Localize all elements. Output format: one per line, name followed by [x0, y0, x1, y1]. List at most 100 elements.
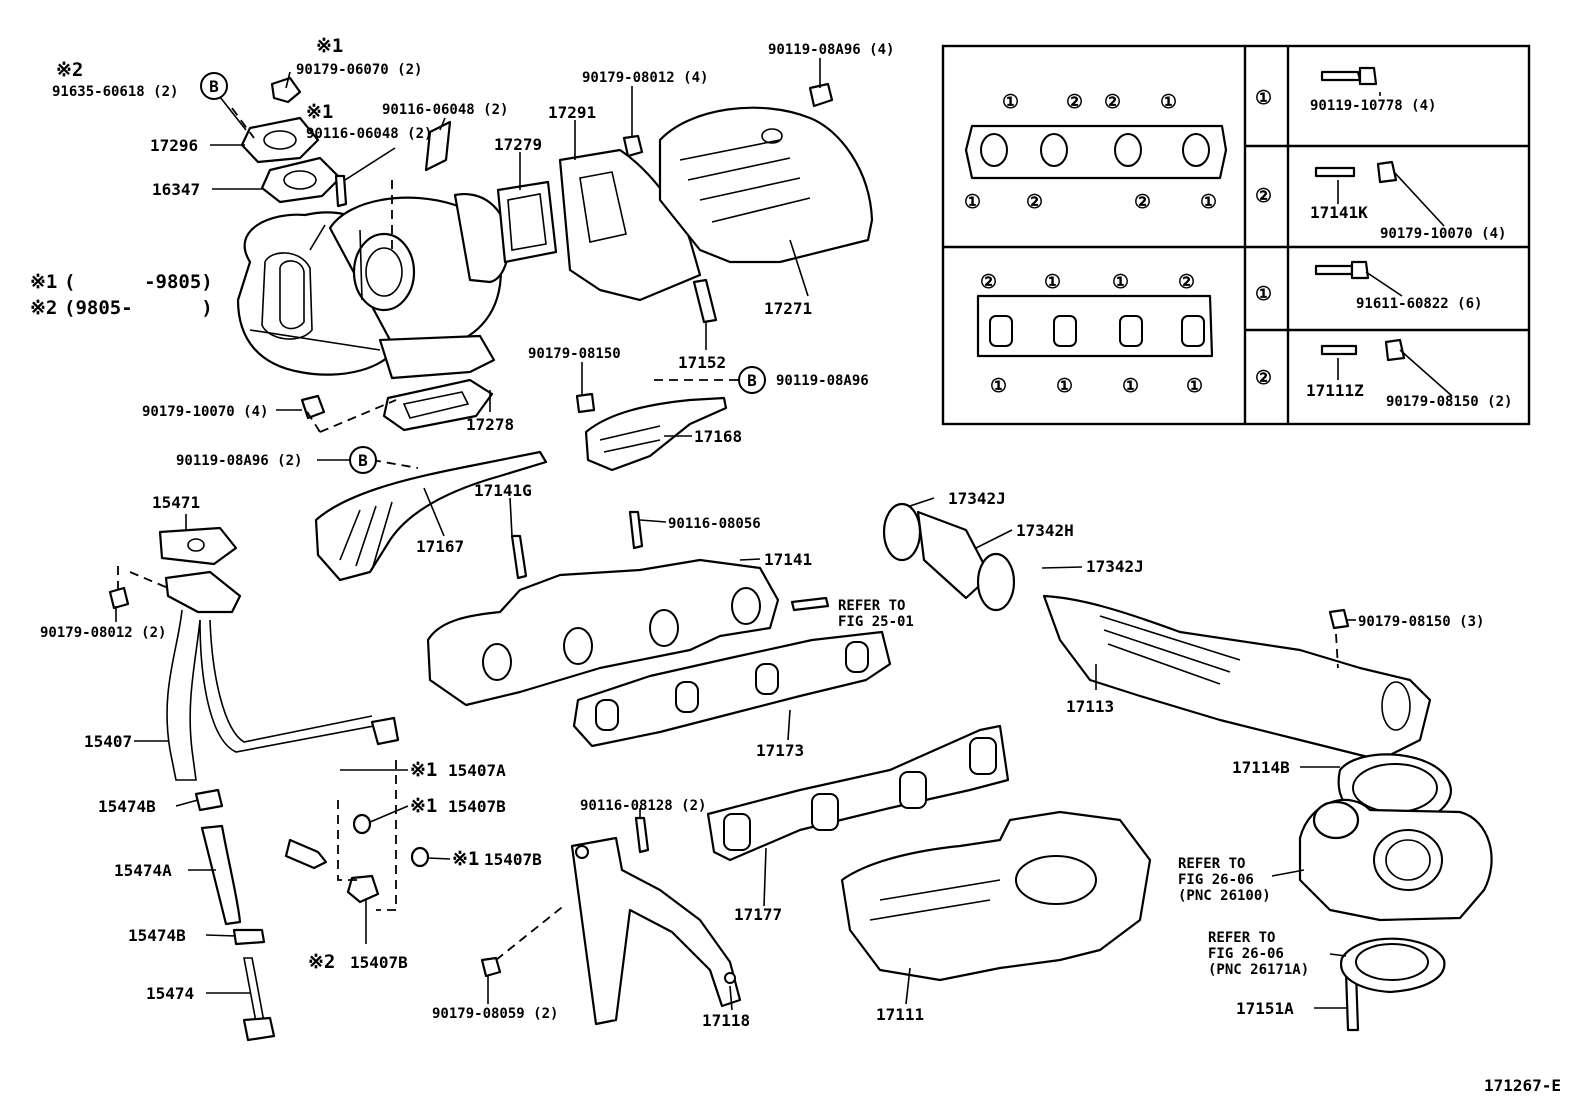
table-key: ①	[1255, 283, 1272, 305]
part-label: 17342H	[1016, 521, 1074, 540]
part-label: 90179-08012 (4)	[582, 70, 708, 86]
throttle-body-drawing	[1298, 798, 1493, 922]
table-part: 91611-60822 (6)	[1356, 296, 1482, 312]
part-label: 90116-08128 (2)	[580, 798, 706, 814]
oil-pipe-drawing	[158, 526, 400, 1042]
part-label: 17296	[150, 136, 198, 155]
part-label: 17173	[756, 741, 804, 760]
part-label: 17167	[416, 537, 464, 556]
part-label: 15407A	[448, 761, 506, 780]
assembly-dashed-lines	[117, 107, 1339, 961]
part-label: 90119-08A96 (4)	[768, 42, 894, 58]
part-label: 17114B	[1232, 758, 1290, 777]
part-label: 17141	[764, 550, 812, 569]
table-part: 17141K	[1310, 203, 1368, 222]
part-label: 17342J	[948, 489, 1006, 508]
part-label: 17177	[734, 905, 782, 924]
part-label: 90179-08012 (2)	[40, 625, 166, 641]
position-mark: ②	[1026, 191, 1043, 213]
table-key: ①	[1255, 87, 1272, 109]
position-mark: ①	[1056, 375, 1073, 397]
part-label: 15474B	[98, 797, 156, 816]
table-part: 90119-10778 (4)	[1310, 98, 1436, 114]
note-marker: ※1	[410, 795, 437, 817]
gasket-16347-drawing	[260, 156, 342, 204]
note-marker: ※1	[452, 848, 479, 870]
refer-note: FIG 26-06	[1208, 946, 1284, 962]
position-mark: ①	[1160, 91, 1177, 113]
table-part: 90179-10070 (4)	[1380, 226, 1506, 242]
part-label: 15471	[152, 493, 200, 512]
part-label: 17278	[466, 415, 514, 434]
position-mark: ①	[1044, 271, 1061, 293]
refer-notes: REFER TO FIG 25-01 REFER TO FIG 26-06 (P…	[838, 598, 1309, 978]
part-label: 17111	[876, 1005, 924, 1024]
intake-pipe-drawing	[882, 502, 1432, 762]
b-callout-3: B	[358, 451, 368, 470]
note-marker: ※2	[308, 951, 335, 973]
part-label: 17271	[764, 299, 812, 318]
gasket-17177-drawing	[706, 724, 1010, 862]
bracket-17167-drawing	[314, 450, 548, 582]
legend-range-1: ( -9805)	[64, 271, 213, 293]
table-part: 90179-08150 (2)	[1386, 394, 1512, 410]
refer-note: (PNC 26100)	[1178, 888, 1271, 904]
refer-note: (PNC 26171A)	[1208, 962, 1309, 978]
part-label: 17291	[548, 103, 596, 122]
refer-note: REFER TO	[838, 598, 905, 614]
part-label: 90116-06048 (2)	[382, 102, 508, 118]
position-mark: ①	[964, 191, 981, 213]
part-label: 17152	[678, 353, 726, 372]
part-label: 17118	[702, 1011, 750, 1030]
position-mark: ②	[980, 271, 997, 293]
small-fasteners	[108, 76, 1360, 1032]
part-label: 90119-08A96 (2)	[176, 453, 302, 469]
part-label: 15474B	[128, 926, 186, 945]
position-mark: ②	[1178, 271, 1195, 293]
position-mark: ①	[1186, 375, 1203, 397]
part-label: 90179-08150 (3)	[1358, 614, 1484, 630]
b-callout-2: B	[747, 371, 757, 390]
exhaust-elbow-drawing	[496, 148, 702, 302]
refer-note: FIG 26-06	[1178, 872, 1254, 888]
part-label: 17342J	[1086, 557, 1144, 576]
part-label: 90179-10070 (4)	[142, 404, 268, 420]
position-mark: ①	[1200, 191, 1217, 213]
part-label: 15407B	[350, 953, 408, 972]
part-label: 17279	[494, 135, 542, 154]
note-marker: ※1	[306, 101, 333, 123]
position-mark: ②	[1104, 91, 1121, 113]
legend-key-2: ※2	[30, 297, 57, 319]
gasket-17296-drawing	[240, 116, 320, 164]
bracket-17118-drawing	[570, 836, 742, 1026]
part-label: 90116-08056	[668, 516, 761, 532]
gasket-26171a-drawing	[1339, 937, 1446, 994]
position-mark: ①	[1002, 91, 1019, 113]
part-label: 15407B	[448, 797, 506, 816]
part-label: 17141G	[474, 481, 532, 500]
table-part: 17111Z	[1306, 381, 1364, 400]
legend-range-2: (9805- )	[64, 297, 213, 319]
refer-note: FIG 25-01	[838, 614, 914, 630]
gasket-17278-drawing	[382, 378, 494, 432]
intake-manifold-17111-drawing	[840, 810, 1152, 982]
b-callout-1: B	[209, 77, 219, 96]
note-marker: ※1	[316, 35, 343, 57]
part-label: 90119-08A96	[776, 373, 869, 389]
refer-note: REFER TO	[1178, 856, 1245, 872]
part-label: 90179-06070 (2)	[296, 62, 422, 78]
position-mark: ②	[1066, 91, 1083, 113]
applicability-legend: ※1 ( -9805) ※2 (9805- )	[30, 271, 213, 319]
part-label: 15474A	[114, 861, 172, 880]
heat-insulator-17271-drawing	[658, 106, 874, 264]
part-label: 17151A	[1236, 999, 1294, 1018]
gasket-17173-drawing	[572, 630, 892, 748]
part-label: 16347	[152, 180, 200, 199]
turbocharger-drawing	[236, 193, 510, 380]
table-key: ②	[1255, 367, 1272, 389]
table-key: ②	[1255, 185, 1272, 207]
part-label: 90179-08059 (2)	[432, 1006, 558, 1022]
part-label: 17168	[694, 427, 742, 446]
figure-id: 171267-E	[1484, 1076, 1561, 1095]
